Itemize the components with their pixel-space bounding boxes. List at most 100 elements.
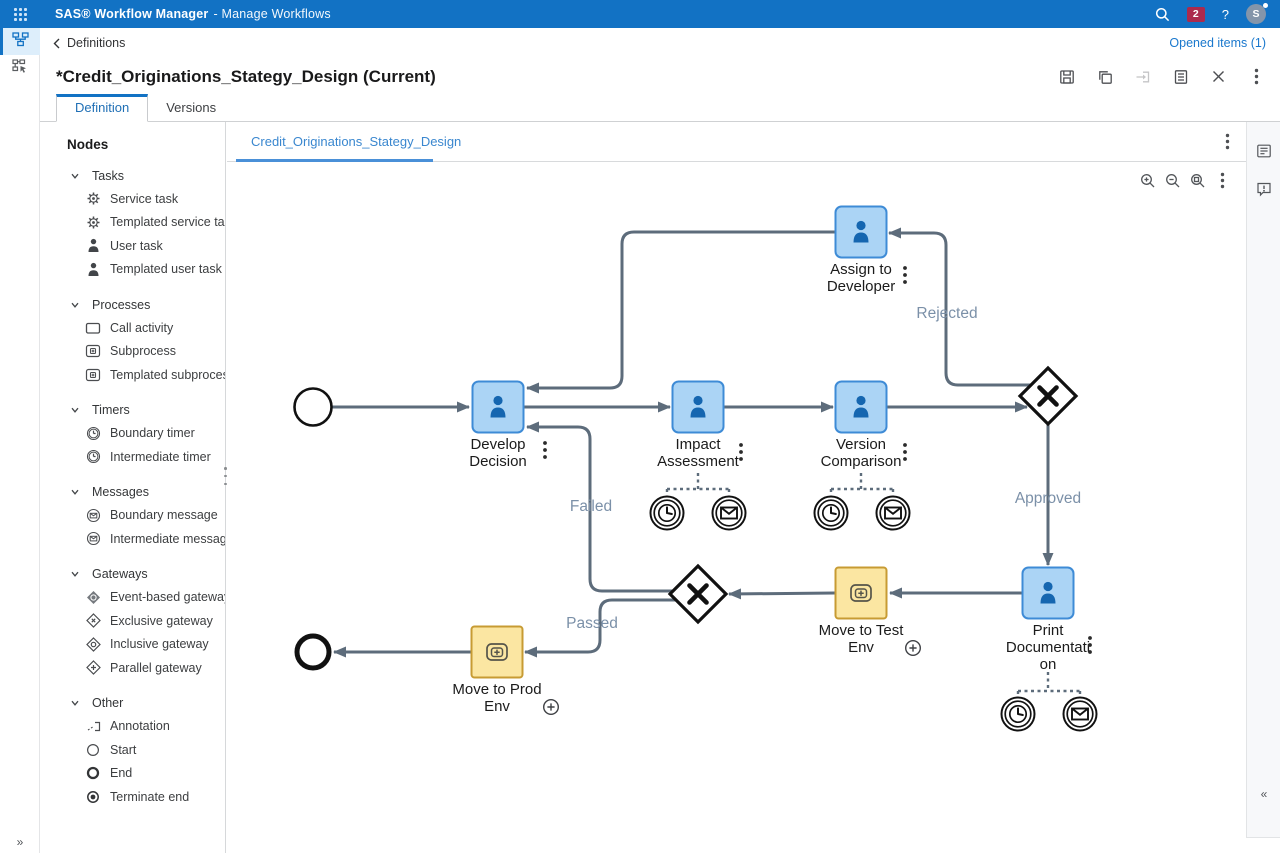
print-documentation-menu-icon[interactable] [1088,636,1092,654]
palette-item-boundary-message[interactable]: Boundary message [67,504,225,528]
tab-versions[interactable]: Versions [166,100,217,115]
rect-icon [85,320,101,336]
collapse-right-rail-button[interactable]: « [1260,787,1268,801]
palette-item-boundary-timer[interactable]: Boundary timer [67,422,225,446]
node-label: Move to Prod [452,681,541,698]
end-node[interactable] [294,633,332,671]
search-icon[interactable] [1155,7,1170,22]
zoom-fit-icon[interactable] [1189,172,1206,189]
boundary-message-event[interactable] [875,495,911,531]
palette-item-call-activity[interactable]: Call activity [67,316,225,340]
node-label: Comparison [821,453,902,470]
boundary-timer-event[interactable] [1000,696,1036,732]
canvas-more-options-icon[interactable] [1214,172,1231,189]
workflow-pointer-icon [12,58,28,79]
develop-decision-menu-icon[interactable] [543,441,547,459]
zoom-out-icon[interactable] [1164,172,1181,189]
expand-left-rail-button[interactable]: » [16,835,24,849]
palette-section-header-processes[interactable]: Processes [67,293,225,316]
palette-item-templated-subprocess[interactable]: Templated subprocess [67,363,225,387]
impact-assessment-menu-icon[interactable] [739,443,743,461]
palette-item-end[interactable]: End [67,762,225,786]
palette-section-header-other[interactable]: Other [67,692,225,715]
palette-item-annotation[interactable]: Annotation [67,715,225,739]
message-icon [85,507,101,523]
chevron-down-icon [67,695,83,711]
palette-item-inclusive-gateway[interactable]: Inclusive gateway [67,633,225,657]
properties-button[interactable] [1172,68,1189,85]
properties-panel-icon[interactable] [1255,142,1272,159]
palette-item-templated-user-task[interactable]: Templated user task [67,258,225,282]
boundary-events-group [813,473,911,531]
palette-section-header-gateways[interactable]: Gateways [67,563,225,586]
tab-definition[interactable]: Definition [56,94,149,122]
start-node[interactable] [293,387,333,427]
app-switcher-icon[interactable] [14,7,27,21]
palette-item-start[interactable]: Start [67,738,225,762]
boundary-message-event[interactable] [1062,696,1098,732]
palette-item-intermediate-timer[interactable]: Intermediate timer [67,445,225,469]
test-gateway-node[interactable] [667,563,729,625]
palette-section-header-tasks[interactable]: Tasks [67,164,225,187]
avatar[interactable]: S [1246,3,1268,24]
canvas-tab-label[interactable]: Credit_Originations_Stategy_Design [251,134,462,149]
boundary-timer-event[interactable] [813,495,849,531]
palette-item-user-task[interactable]: User task [67,234,225,258]
sidebar-item-instances[interactable] [0,55,40,82]
move-to-prod-env-expand-icon[interactable] [543,699,560,716]
comments-panel-icon[interactable] [1255,180,1272,197]
palette-item-terminate-end[interactable]: Terminate end [67,785,225,809]
canvas-tab-menu-icon[interactable] [1225,133,1230,155]
palette-item-templated-service-task[interactable]: Templated service task [67,211,225,235]
palette-item-intermediate-message[interactable]: Intermediate message [67,527,225,551]
node-label: Env [848,639,874,656]
panel-resize-handle[interactable] [222,467,229,485]
user-icon [85,261,101,277]
palette-item-exclusive-gateway[interactable]: Exclusive gateway [67,609,225,633]
palette-section-header-timers[interactable]: Timers [67,399,225,422]
gw-o-icon [85,636,101,652]
promote-button[interactable] [1134,68,1151,85]
palette-item-label: Intermediate message [110,531,226,546]
approval-gateway-node[interactable] [1017,365,1079,427]
palette-item-subprocess[interactable]: Subprocess [67,340,225,364]
save-button[interactable] [1058,68,1075,85]
palette-item-parallel-gateway[interactable]: Parallel gateway [67,656,225,680]
palette-item-service-task[interactable]: Service task [67,187,225,211]
app-bar: SAS® Workflow Manager - Manage Workflows… [0,0,1280,28]
sequence-flow-assign-to-develop[interactable] [526,230,835,394]
nodes-panel-title: Nodes [67,137,109,152]
sequence-flow-passed-flow[interactable] [524,598,676,658]
palette-item-event-based-gateway[interactable]: Event-based gateway [67,586,225,610]
boundary-timer-event[interactable] [649,495,685,531]
assign-to-developer-menu-icon[interactable] [903,266,907,284]
palette-section-header-messages[interactable]: Messages [67,481,225,504]
opened-items-link[interactable]: Opened items (1) [1169,36,1266,50]
notifications-badge[interactable]: 2 [1186,6,1205,22]
zoom-in-icon[interactable] [1139,172,1156,189]
canvas-area: Credit_Originations_Stategy_Design [227,122,1246,853]
sidebar-item-definitions[interactable] [0,28,40,55]
help-button[interactable]: ? [1221,6,1229,22]
node-label: Assessment [657,453,740,470]
move-to-test-env-expand-icon[interactable] [905,640,922,657]
more-options-icon[interactable] [1248,68,1265,85]
sequence-flow-failed-flow[interactable] [526,421,673,593]
version-comparison-menu-icon[interactable] [903,443,907,461]
sequence-flow-rejected-flow[interactable] [888,227,1031,387]
boundary-message-event[interactable] [711,495,747,531]
sequence-flow-movetest-to-gateway[interactable] [728,588,836,600]
close-icon[interactable] [1210,68,1227,85]
back-to-definitions-link[interactable]: Definitions [53,36,125,50]
copy-button[interactable] [1096,68,1113,85]
